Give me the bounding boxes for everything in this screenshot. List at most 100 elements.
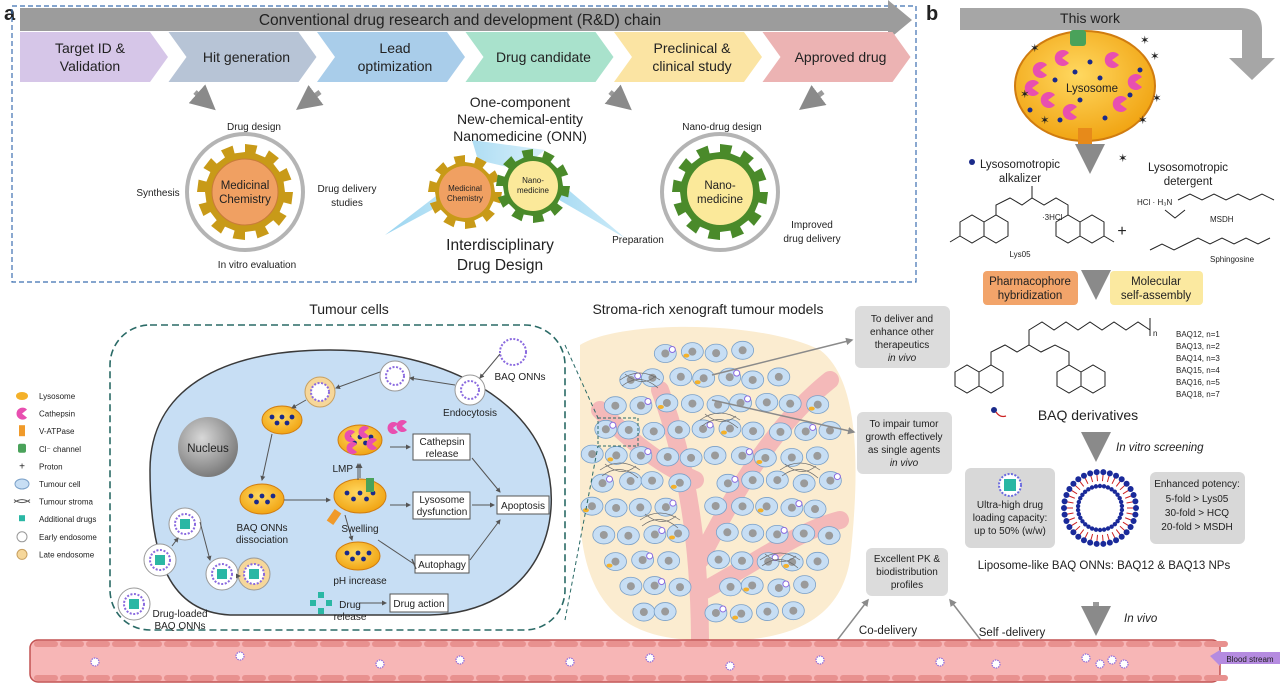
- tumour-lyso-79: [743, 587, 750, 592]
- lipo-inner-head-25: [1097, 483, 1103, 489]
- tumour-cell-nucleus-33: [663, 452, 672, 461]
- sphingosine-chain: [1149, 237, 1271, 251]
- stage-chevron-4: [614, 32, 762, 82]
- lysosome-dissociation-dot-4: [270, 493, 276, 499]
- lyso-cathepsin-icon-0: [1032, 62, 1047, 78]
- endothelial-bottom-424: [424, 675, 448, 681]
- lipo-inner-head-28: [1109, 487, 1114, 492]
- medchem-label-2: Chemistry: [219, 194, 271, 206]
- zoom-line-bottom: [564, 445, 599, 621]
- lysosome-ph-dot-0: [344, 550, 350, 556]
- endothelial-top-450: [450, 641, 474, 647]
- stage-label-0-1: Target ID &: [55, 40, 126, 56]
- lipo-inner-head-7: [1101, 527, 1107, 532]
- lysosome-ph-dot-3: [361, 556, 366, 562]
- legend-early-endosome-icon: [16, 531, 28, 543]
- tumour-cell-nucleus-36: [738, 451, 747, 460]
- cathepsin-release-2: release: [426, 449, 459, 460]
- drug-cargo-1: [180, 519, 190, 529]
- released-cathepsin-1: [396, 419, 407, 432]
- lipo-head-30: [1123, 480, 1130, 487]
- lyso-cathepsin-icon-1: [1054, 49, 1069, 66]
- nano-right-label-1: Improved: [791, 220, 833, 231]
- baq-list-item-1: BAQ13, n=2: [1176, 342, 1220, 351]
- lyso-detergent-icon-1: ✶: [1150, 51, 1160, 63]
- endothelial-top-944: [944, 641, 968, 647]
- endothelial-top-398: [398, 641, 422, 647]
- baq-derivative-icon: [991, 407, 997, 413]
- endothelial-bottom-996: [996, 675, 1020, 681]
- blood-stream-label: Blood stream: [1226, 655, 1273, 664]
- released-drug-1: [326, 600, 332, 606]
- onn-title-2: New-chemical-entity: [457, 111, 583, 127]
- lipo-head-29: [1118, 476, 1125, 483]
- loading-box: [965, 468, 1055, 548]
- tumour-cell-nucleus-48: [826, 476, 835, 485]
- nano-gear-core: [687, 159, 753, 225]
- tumour-cell-nucleus-0: [661, 349, 670, 358]
- legend-tumour-stroma-icon: [13, 499, 31, 504]
- endothelial-bottom-606: [606, 675, 630, 681]
- endothelial-top-60: [60, 641, 84, 647]
- this-work-arrow: [960, 8, 1275, 80]
- endothelial-top-216: [216, 641, 240, 647]
- lipo-head-6: [1113, 537, 1120, 544]
- msdh-label: MSDH: [1210, 215, 1234, 224]
- endothelial-top-190: [190, 641, 214, 647]
- stage-chevron-1: [168, 32, 317, 82]
- tumour-onn-4: [634, 372, 642, 380]
- swelling-label: Swelling: [341, 524, 378, 535]
- panel-a-letter: a: [4, 3, 16, 25]
- endothelial-bottom-346: [346, 675, 370, 681]
- endothelial-top-346: [346, 641, 370, 647]
- tumour-cell-nucleus-75: [626, 582, 635, 591]
- legend-label-7: Additional drugs: [39, 515, 96, 524]
- tumour-lyso-85: [732, 615, 739, 620]
- endothelial-bottom-658: [658, 675, 682, 681]
- medchem-left-label: Synthesis: [136, 188, 179, 199]
- tumour-cell-nucleus-68: [638, 555, 647, 564]
- tumour-cell-nucleus-6: [676, 372, 685, 381]
- tumour-onn-60: [658, 527, 666, 535]
- tumour-stroma-3: [639, 512, 681, 529]
- apoptosis-label: Apoptosis: [501, 501, 545, 512]
- onn-bottom-2: Drug Design: [457, 257, 543, 274]
- endothelial-bottom-112: [112, 675, 136, 681]
- lipo-inner-head-31: [1117, 495, 1122, 501]
- baq-list-item-0: BAQ12, n=1: [1176, 330, 1220, 339]
- medchem-right-label-1: Drug delivery: [318, 184, 377, 195]
- pharmacophore-label-2: hybridization: [998, 290, 1063, 302]
- pathway-arrow-8: [171, 537, 179, 547]
- endothelial-top-242: [242, 641, 266, 647]
- endothelial-bottom-216: [216, 675, 240, 681]
- lipo-inner-head-27: [1105, 485, 1111, 490]
- released-drug-3: [318, 608, 324, 614]
- deliver-label-4: in vivo: [888, 353, 917, 364]
- lys05-structure: [949, 186, 1115, 244]
- tumour-lyso-31: [607, 457, 614, 462]
- legend-proton-icon: +: [19, 461, 25, 472]
- medchem-cycle-ring: [185, 132, 305, 252]
- tumour-cell-nucleus-20: [601, 425, 610, 434]
- lipo-head-10: [1087, 539, 1094, 546]
- tumour-onn-56: [795, 500, 803, 508]
- lipo-head-19: [1063, 491, 1070, 498]
- tumour-cell-nucleus-58: [599, 530, 608, 539]
- endothelial-top-86: [86, 641, 110, 647]
- tumour-cell-nucleus-77: [676, 583, 685, 592]
- inhibit-bar: [411, 558, 417, 570]
- tumour-onn-76: [658, 578, 666, 586]
- medchem-gear-core: [211, 158, 279, 226]
- endothelial-top-606: [606, 641, 630, 647]
- tumour-cell-nucleus-27: [776, 427, 785, 436]
- endothelial-top-788: [788, 641, 812, 647]
- lysosome-ph: [335, 541, 381, 571]
- co-delivery-label: Co-delivery: [859, 625, 917, 637]
- lipo-head-3: [1127, 523, 1134, 530]
- endothelial-top-554: [554, 641, 578, 647]
- endothelial-bottom-476: [476, 675, 500, 681]
- zoom-region: [597, 417, 639, 447]
- impair-label-2: growth effectively: [865, 432, 942, 443]
- tumour-cell-nucleus-44: [723, 479, 732, 488]
